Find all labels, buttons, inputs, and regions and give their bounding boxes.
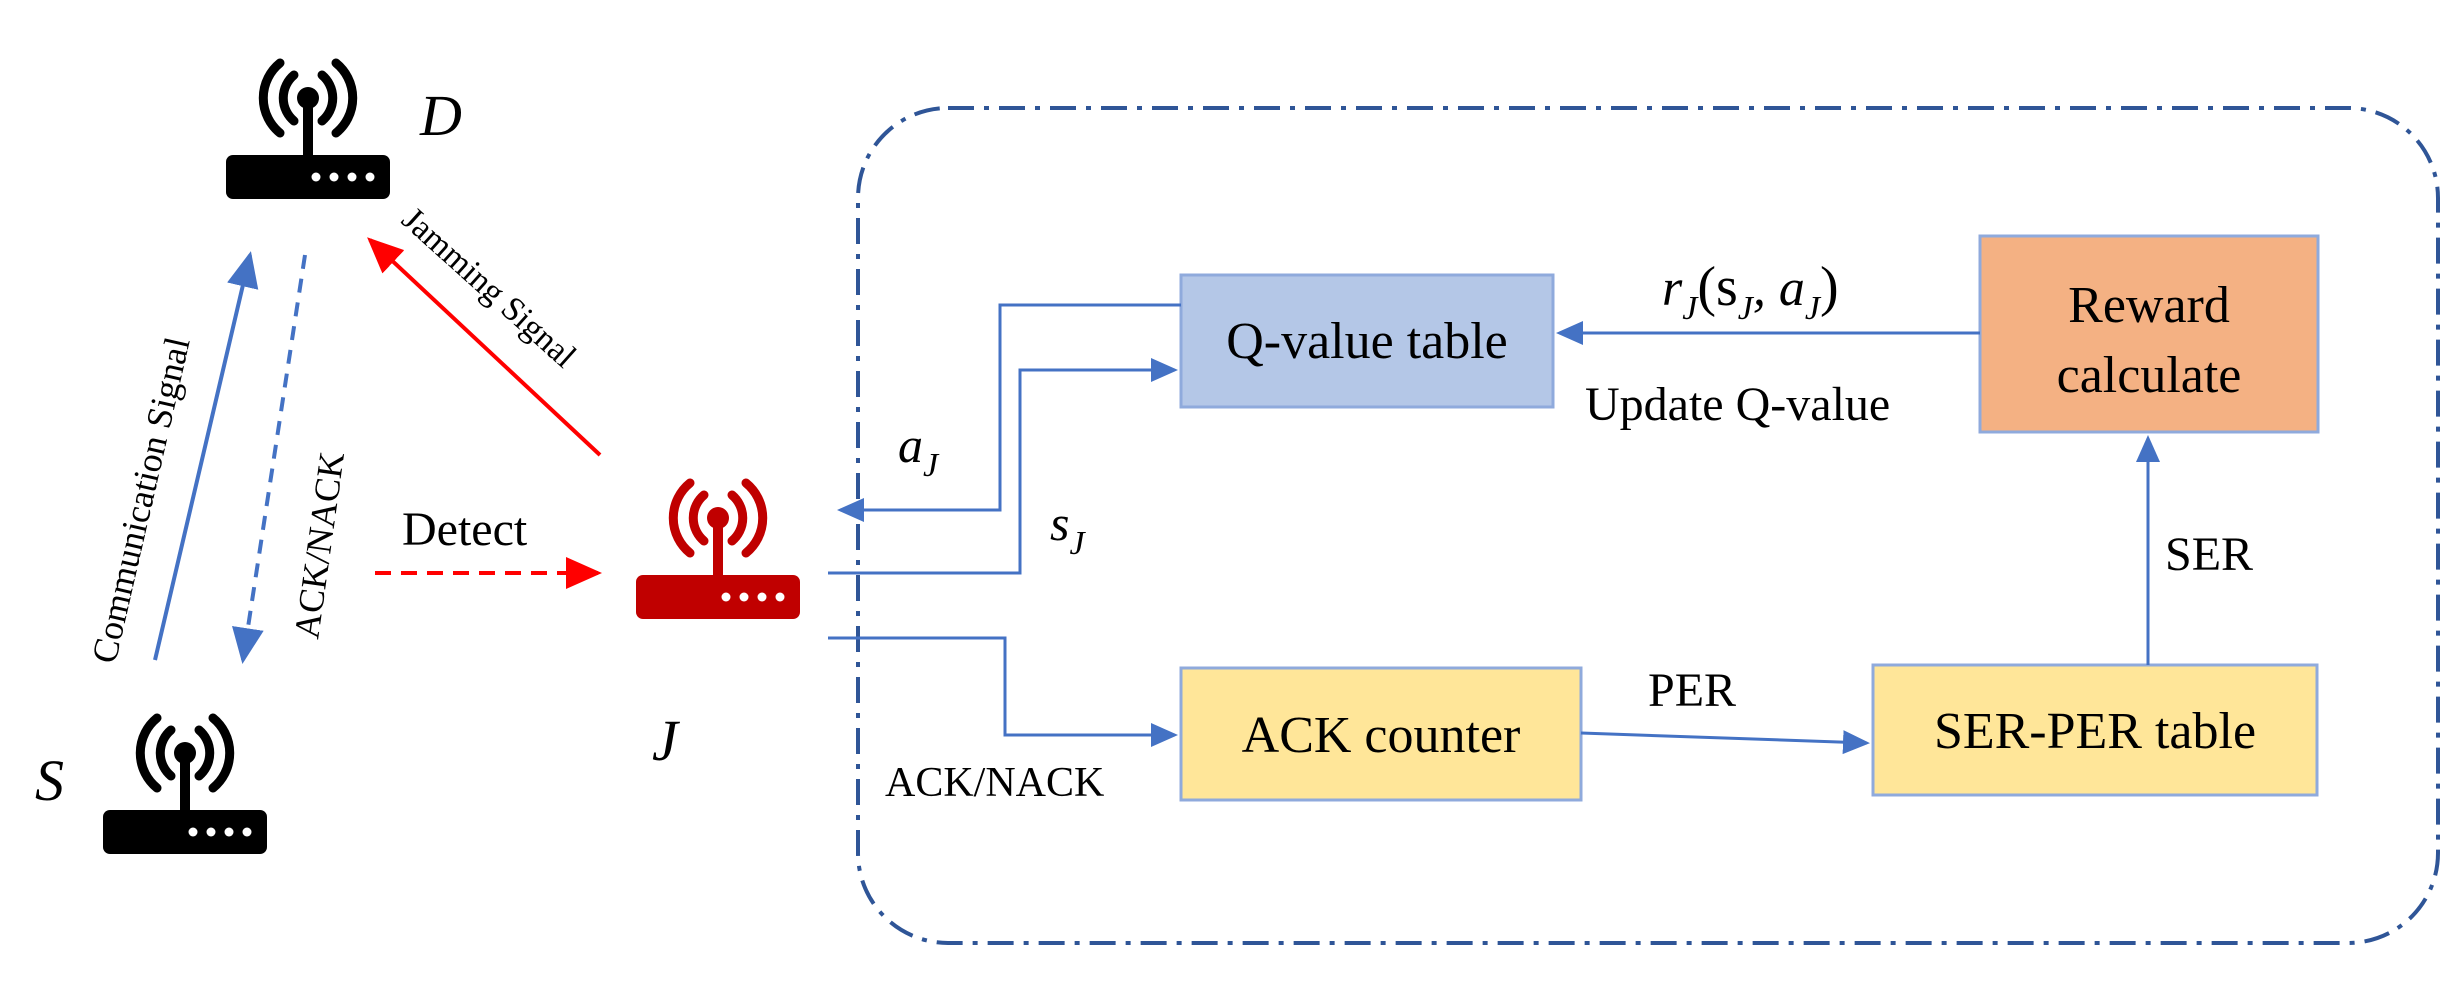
update-q-value-label: Update Q-value bbox=[1585, 378, 1890, 431]
action-output-arrow bbox=[837, 303, 1181, 522]
ack-counter-block: ACK counter bbox=[1179, 666, 1583, 802]
communication-signal-label: Communication Signal bbox=[84, 333, 198, 666]
source-node: S bbox=[35, 718, 267, 854]
source-router-icon bbox=[103, 718, 267, 854]
ack-counter-label: ACK counter bbox=[1242, 707, 1521, 764]
reward-calculate-box bbox=[1978, 234, 2320, 434]
ser-per-table-box bbox=[1871, 663, 2319, 797]
ack-nack-feedback-label: ACK/NACK bbox=[286, 449, 352, 641]
agent-boundary bbox=[856, 106, 2440, 945]
ser-label: SER bbox=[2165, 528, 2253, 581]
ack-nack-feedback-arrow bbox=[232, 254, 307, 664]
jammer-node: J bbox=[636, 483, 800, 773]
q-value-table-label: Q-value table bbox=[1226, 313, 1508, 370]
ser-per-table-label: SER-PER table bbox=[1934, 703, 2256, 760]
jammer-router-icon bbox=[636, 483, 800, 619]
ack-nack-input-arrow bbox=[828, 636, 1178, 747]
destination-router-icon bbox=[226, 63, 390, 199]
q-value-table-block: Q-value table bbox=[1179, 273, 1555, 409]
destination-node: D bbox=[226, 63, 462, 199]
detect-label: Detect bbox=[402, 503, 528, 556]
source-label: S bbox=[35, 748, 64, 813]
destination-label: D bbox=[419, 83, 462, 148]
jammer-label: J bbox=[652, 708, 681, 773]
ack-counter-box bbox=[1179, 666, 1583, 802]
reward-expression: rJ(sJ, aJ) bbox=[1662, 256, 1839, 327]
q-value-table-box bbox=[1179, 273, 1555, 409]
state-input-arrow bbox=[828, 358, 1178, 575]
per-label: PER bbox=[1648, 664, 1736, 717]
jamming-signal-arrow bbox=[367, 237, 602, 457]
action-label: aJ bbox=[898, 417, 940, 484]
ack-nack-input-label: ACK/NACK bbox=[885, 760, 1104, 806]
reward-calculate-block: Reward calculate bbox=[1978, 234, 2320, 434]
reward-calculate-label-line2: calculate bbox=[2057, 347, 2242, 404]
communication-signal-arrow bbox=[153, 251, 259, 661]
per-arrow bbox=[1580, 730, 1870, 755]
reward-calculate-label-line1: Reward bbox=[2068, 277, 2230, 334]
state-label: sJ bbox=[1050, 495, 1086, 562]
ser-per-table-block: SER-PER table bbox=[1871, 663, 2319, 797]
